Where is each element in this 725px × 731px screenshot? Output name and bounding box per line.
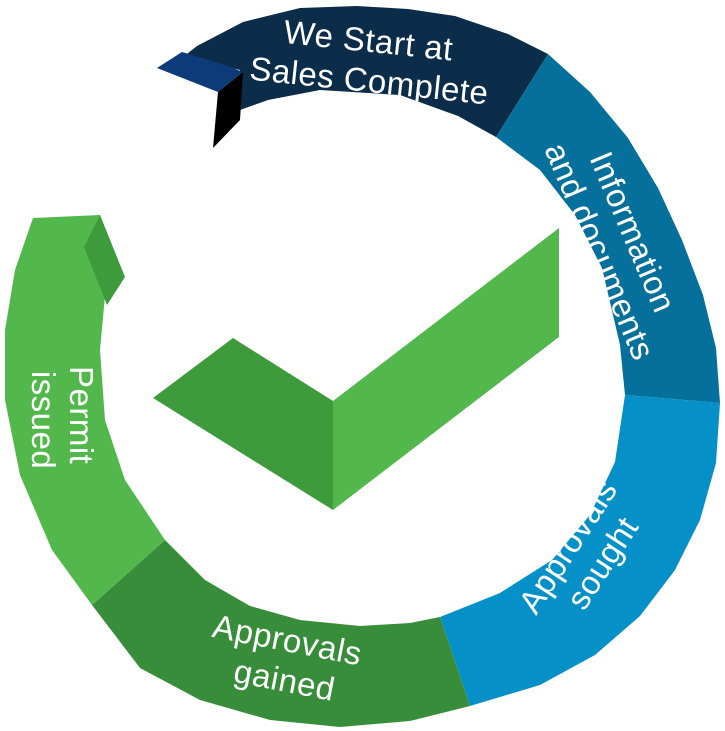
checkmark-left-arm (153, 338, 333, 510)
checkmark-right-arm (333, 228, 559, 510)
label-permit-issued: Permit issued (25, 366, 100, 474)
segment-approvals-sought (440, 395, 720, 706)
arrow-tail-navy (157, 52, 243, 92)
arrow-tail-green (84, 215, 125, 305)
arrow-tail-black (213, 72, 243, 148)
segment-permit-issued (5, 215, 165, 605)
segment-approvals-gained (92, 540, 470, 727)
segment-information (496, 54, 720, 403)
segment-sales-complete (183, 6, 548, 137)
